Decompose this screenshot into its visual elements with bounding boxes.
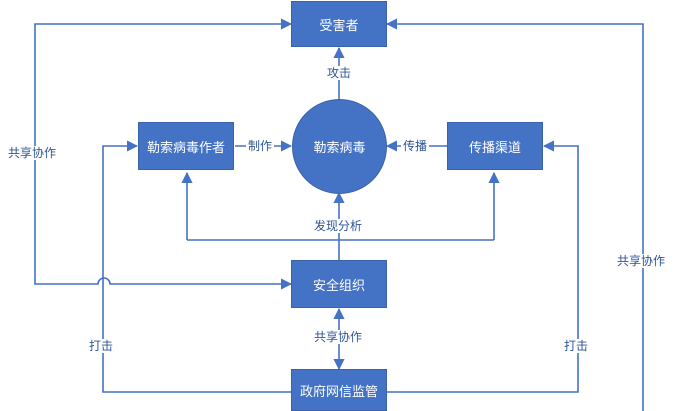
edge-label-share-right: 共享协作 [615,254,668,268]
edge-label-strike-left: 打击 [87,339,116,353]
edge-label-share-left: 共享协作 [6,146,59,160]
node-ransomware: 勒索病毒 [292,99,387,194]
edge-label-spread: 传播 [401,139,430,153]
edge-label-attack: 攻击 [325,66,354,80]
node-gov-regulator: 政府网信监管 [291,369,387,411]
edge-share-right [385,18,644,411]
edge-share-left [34,18,293,290]
edge-label-discover: 发现分析 [312,219,365,233]
node-security-org: 安全组织 [291,260,387,308]
edge-label-make: 制作 [246,139,275,153]
edge-strike-right [387,140,579,393]
node-victim: 受害者 [291,1,387,47]
edge-label-share-center: 共享协作 [312,330,365,344]
edge-strike-left [102,140,291,393]
node-spread-channel: 传播渠道 [447,122,543,170]
edge-label-strike-right: 打击 [562,339,591,353]
node-ransomware-author: 勒索病毒作者 [138,122,234,170]
